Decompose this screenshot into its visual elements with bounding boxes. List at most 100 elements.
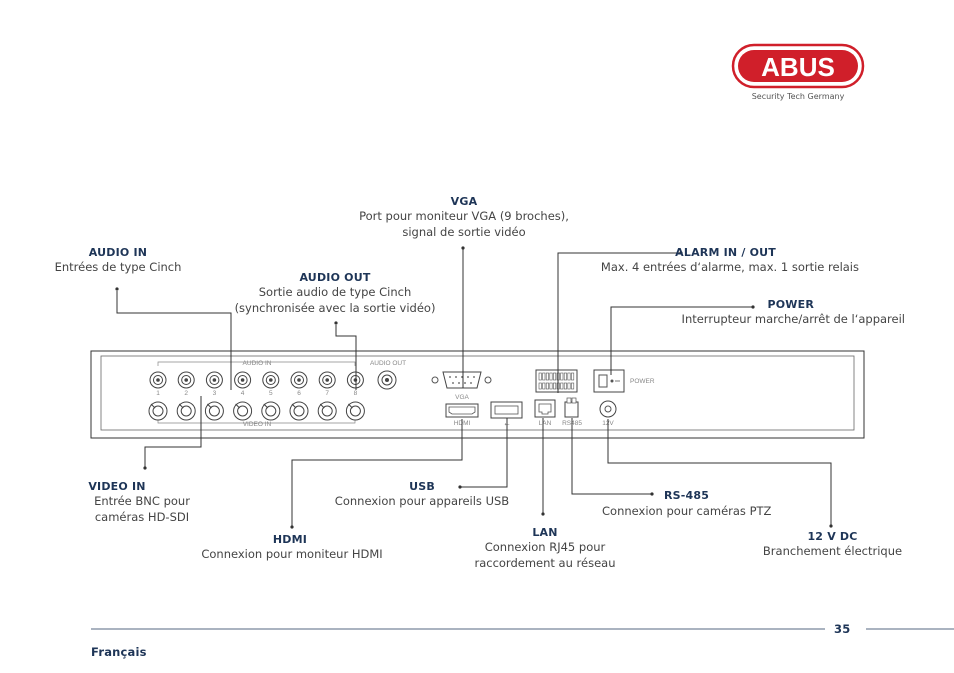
alarm-terminal-block	[535, 369, 578, 393]
video-in-port-4	[233, 401, 253, 421]
dc-desc: Branchement électrique	[762, 544, 903, 558]
channel-number: 1	[156, 390, 160, 397]
audio-out-callout: AUDIO OUT Sortie audio de type Cinch (sy…	[215, 271, 455, 316]
alarm-pin-top	[545, 372, 549, 381]
alarm-pin-bottom	[553, 382, 557, 390]
audio-in-callout: AUDIO IN Entrées de type Cinch	[38, 246, 198, 275]
video-in-title: VIDEO IN	[88, 480, 146, 493]
video-in-port-2	[176, 401, 196, 421]
panel-power-label: POWER	[630, 378, 655, 385]
alarm-pin-bottom	[571, 382, 575, 390]
dc-callout: 12 V DC Branchement électrique	[755, 530, 910, 559]
audio-in-port-6	[290, 371, 308, 389]
vga-desc-1: Port pour moniteur VGA (9 broches),	[359, 209, 569, 223]
channel-number: 3	[213, 390, 217, 397]
lan-title: LAN	[532, 526, 558, 539]
power-callout: POWER Interrupteur marche/arrêt de l‘app…	[640, 298, 905, 327]
power-switch	[593, 369, 625, 393]
alarm-pin-bottom	[560, 382, 564, 390]
footer-language: Français	[91, 645, 147, 659]
lan-callout: LAN Connexion RJ45 pour raccordement au …	[465, 526, 625, 571]
rs485-callout: RS-485 Connexion pour caméras PTZ	[602, 489, 802, 519]
lan-desc-1: Connexion RJ45 pour	[484, 540, 606, 554]
video-in-port-6	[289, 401, 309, 421]
audio-out-desc-1: Sortie audio de type Cinch	[258, 285, 412, 299]
video-in-port-7	[317, 401, 337, 421]
abus-logo: ABUS Security Tech Germany	[731, 43, 865, 101]
alarm-pin-bottom	[538, 382, 542, 390]
alarm-pin-bottom	[542, 382, 546, 390]
audio-in-port-8	[346, 371, 364, 389]
video-in-port-8	[345, 401, 365, 421]
channel-number: 2	[184, 390, 188, 397]
audio-in-port-7	[318, 371, 336, 389]
alarm-pin-top	[571, 372, 575, 381]
hdmi-port	[445, 403, 479, 418]
audio-in-desc: Entrées de type Cinch	[54, 260, 182, 274]
alarm-pin-top	[563, 372, 567, 381]
audio-in-port-3	[205, 371, 223, 389]
panel-audio-out-label: AUDIO OUT	[370, 360, 406, 367]
panel-vga-label: VGA	[455, 394, 469, 401]
video-in-port-1	[148, 401, 168, 421]
channel-number: 8	[354, 390, 358, 397]
panel-video-in-label: VIDEO IN	[243, 421, 272, 428]
alarm-pin-top	[560, 372, 564, 381]
lan-desc-2: raccordement au réseau	[474, 556, 616, 570]
channel-number: 4	[241, 390, 245, 397]
audio-in-port-2	[177, 371, 195, 389]
leader-dots	[115, 246, 833, 529]
audio-in-port-4	[234, 371, 252, 389]
video-in-port-5	[261, 401, 281, 421]
leader-lines	[116, 248, 832, 526]
usb-desc: Connexion pour appareils USB	[334, 494, 510, 508]
channel-number: 6	[297, 390, 301, 397]
rs485-port	[564, 397, 579, 418]
logo-text: ABUS	[761, 52, 835, 82]
alarm-desc: Max. 4 entrées d‘alarme, max. 1 sortie r…	[600, 260, 859, 274]
audio-in-title: AUDIO IN	[88, 246, 148, 259]
usb-callout: USB Connexion pour appareils USB	[322, 480, 522, 509]
audio-out-title: AUDIO OUT	[299, 271, 371, 284]
dc-12v-port	[599, 400, 617, 418]
vga-title: VGA	[450, 195, 478, 208]
video-in-port-3	[204, 401, 224, 421]
channel-number: 5	[269, 390, 273, 397]
logo-tagline: Security Tech Germany	[752, 92, 845, 101]
alarm-pin-bottom	[545, 382, 549, 390]
alarm-pin-top	[549, 372, 553, 381]
alarm-pin-top	[542, 372, 546, 381]
vga-callout: VGA Port pour moniteur VGA (9 broches), …	[334, 195, 594, 240]
hdmi-title: HDMI	[272, 533, 308, 546]
power-desc: Interrupteur marche/arrêt de l‘appareil	[681, 312, 905, 326]
video-in-desc-2: caméras HD-SDI	[94, 510, 190, 524]
dc-title: 12 V DC	[807, 530, 858, 543]
lan-port	[534, 399, 556, 418]
rs485-title: RS-485	[664, 489, 710, 502]
video-in-callout: VIDEO IN Entrée BNC pour caméras HD-SDI	[72, 480, 212, 525]
alarm-pin-top	[538, 372, 542, 381]
power-title: POWER	[767, 298, 814, 311]
hdmi-desc: Connexion pour moniteur HDMI	[201, 547, 383, 561]
audio-out-port	[377, 370, 397, 390]
hdmi-callout: HDMI Connexion pour moniteur HDMI	[192, 533, 392, 562]
alarm-pin-top	[567, 372, 571, 381]
alarm-pin-top	[553, 372, 557, 381]
usb-title: USB	[409, 480, 435, 493]
rs485-desc: Connexion pour caméras PTZ	[602, 504, 772, 518]
panel-audio-in-label: AUDIO IN	[243, 360, 272, 367]
channel-number: 7	[325, 390, 329, 397]
panel-lan-label: LAN	[539, 420, 552, 427]
page-number: 35	[834, 622, 851, 636]
audio-out-desc-2: (synchronisée avec la sortie vidéo)	[234, 301, 436, 315]
audio-in-port-5	[262, 371, 280, 389]
alarm-pin-bottom	[567, 382, 571, 390]
audio-in-ports	[149, 371, 364, 389]
vga-desc-2: signal de sortie vidéo	[402, 225, 526, 239]
alarm-pin-bottom	[563, 382, 567, 390]
alarm-title: ALARM IN / OUT	[675, 246, 776, 259]
alarm-callout: ALARM IN / OUT Max. 4 entrées d‘alarme, …	[560, 246, 859, 275]
audio-in-port-1	[149, 371, 167, 389]
alarm-pin-bottom	[549, 382, 553, 390]
